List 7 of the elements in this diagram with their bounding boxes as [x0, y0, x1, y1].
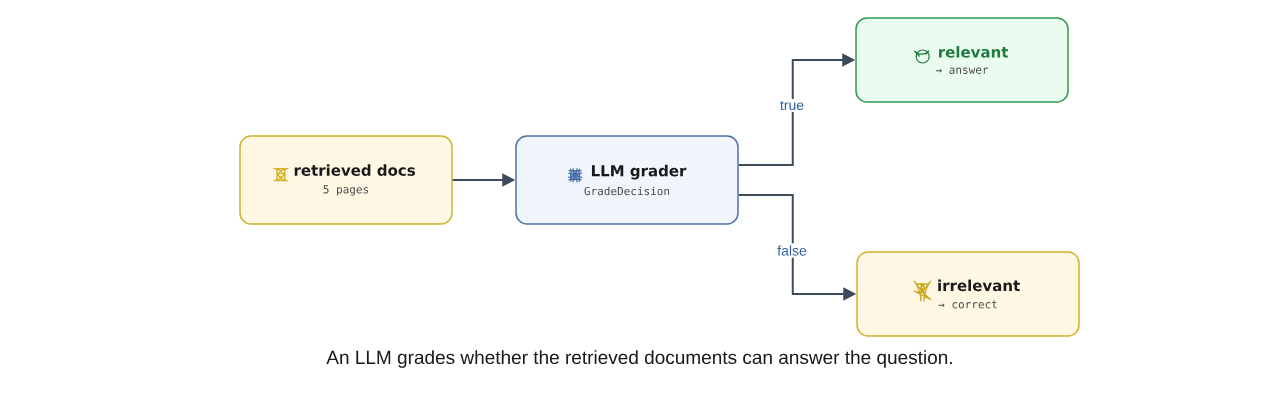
caption: An LLM grades whether the retrieved documents can answer the question.: [326, 350, 952, 368]
process-box: relevant → answer: [855, 17, 1069, 103]
process-box: retrieved docs 5 pages: [239, 135, 453, 225]
edge-label: true: [777, 98, 807, 113]
process-box: irrelevant → correct: [856, 251, 1080, 337]
process-box: LLM grader GradeDecision: [515, 135, 739, 225]
edge-label: false: [775, 243, 809, 258]
